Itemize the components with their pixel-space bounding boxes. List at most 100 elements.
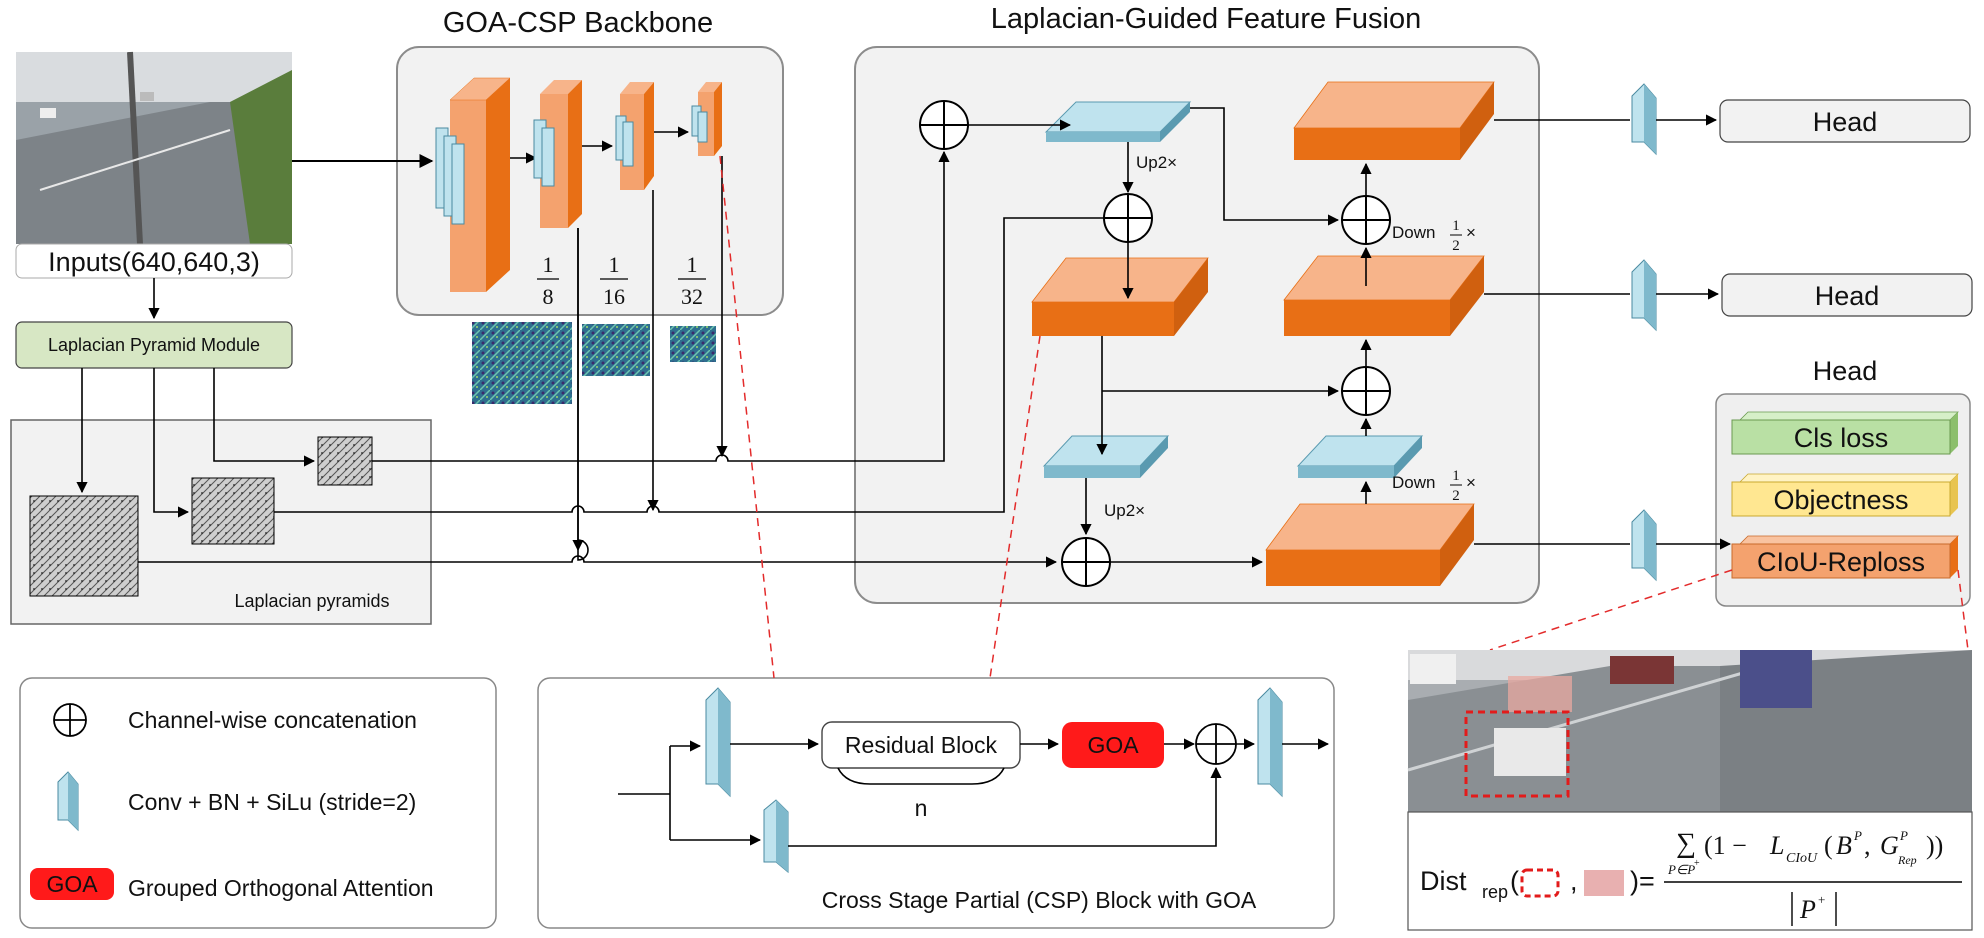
svg-text:P: P <box>1799 895 1816 924</box>
svg-text:CIoU: CIoU <box>1786 851 1818 866</box>
fusion-conv-top <box>1044 101 1192 142</box>
reploss-formula: Dist rep ( , )= ∑ P∈P + (1 − L CIoU ( B … <box>1420 828 1962 926</box>
svg-text:(: ( <box>1510 866 1519 896</box>
laplacian-pyramid-module-label: Laplacian Pyramid Module <box>48 335 260 355</box>
csp-conv-out <box>1257 687 1283 798</box>
svg-text:(1 −: (1 − <box>1704 831 1747 860</box>
concat-mid-right <box>1341 366 1391 416</box>
inputs-label: Inputs(640,640,3) <box>48 247 260 277</box>
svg-text:+: + <box>1694 858 1700 869</box>
svg-text:Down: Down <box>1392 223 1435 242</box>
head-label-2: Head <box>1815 281 1880 311</box>
scale-1-32: 1 32 <box>678 252 706 309</box>
objectness-label: Objectness <box>1773 485 1908 515</box>
backbone-block-2 <box>533 80 582 228</box>
fusion-feature-bottom-right <box>1265 503 1475 586</box>
head-conv-3 <box>1631 509 1657 582</box>
ciou-reploss-box <box>1731 535 1959 579</box>
svg-text:,: , <box>1570 866 1578 896</box>
cls-loss-box <box>1731 411 1959 455</box>
svg-text:)=: )= <box>1630 866 1655 896</box>
csp-concat <box>1195 723 1237 765</box>
backbone-block-1 <box>435 77 511 292</box>
svg-text:B: B <box>1836 831 1852 860</box>
input-image <box>16 51 292 245</box>
feature-map-1-32 <box>670 326 716 362</box>
legend-concat-label: Channel-wise concatenation <box>128 707 417 733</box>
feature-map-1-16 <box>582 324 650 376</box>
objectness-box <box>1731 473 1959 517</box>
legend-concat-icon <box>53 703 87 737</box>
up2-bottom-label: Up2× <box>1104 501 1145 520</box>
fusion-feature-mid-left <box>1031 257 1209 336</box>
scale-1-8: 1 8 <box>537 252 559 309</box>
svg-text:1: 1 <box>609 252 620 277</box>
head-conv-2 <box>1631 259 1657 332</box>
svg-text:Rep: Rep <box>1897 853 1917 867</box>
ciou-reploss-label: CIoU-Reploss <box>1757 547 1925 577</box>
head-group-title: Head <box>1813 356 1878 386</box>
concat-bottom-left <box>1061 537 1111 587</box>
head-box-1 <box>1719 99 1971 143</box>
head-conv-1 <box>1631 83 1657 156</box>
legend-goa-tag-label: GOA <box>46 871 98 897</box>
down-half-bottom-label: Down 1 2 × <box>1392 468 1476 504</box>
reploss-example-image <box>1407 650 1972 812</box>
svg-text:(: ( <box>1824 831 1833 860</box>
svg-text:×: × <box>1466 223 1476 242</box>
csp-goa-block <box>1062 722 1164 768</box>
scale-1-16: 1 16 <box>600 252 628 309</box>
svg-text:+: + <box>1818 892 1825 907</box>
csp-goa-label: GOA <box>1087 732 1139 758</box>
fusion-feature-mid-right <box>1283 255 1485 336</box>
backbone-block-4 <box>691 82 722 156</box>
legend-goa-tag <box>30 868 114 900</box>
cls-loss-label: Cls loss <box>1794 423 1889 453</box>
svg-text:L: L <box>1769 831 1784 860</box>
svg-text:P∈P: P∈P <box>1667 862 1695 877</box>
svg-text:)): )) <box>1926 831 1943 860</box>
svg-text:G: G <box>1880 831 1899 860</box>
svg-text:1: 1 <box>687 252 698 277</box>
pyramid-image-medium <box>191 477 275 545</box>
pyramid-image-small <box>317 436 373 486</box>
down-half-top-label: Down 1 2 × <box>1392 218 1476 254</box>
head-label-1: Head <box>1813 107 1878 137</box>
legend-conv-icon <box>57 771 79 832</box>
formula-box <box>1407 811 1973 931</box>
backbone-block-3 <box>615 82 654 190</box>
svg-text:1: 1 <box>1452 218 1460 234</box>
feature-map-1-8 <box>472 322 572 404</box>
pyramid-image-large <box>29 495 139 597</box>
svg-text:1: 1 <box>1452 468 1460 484</box>
pyramids-label: Laplacian pyramids <box>234 591 389 611</box>
legend-conv-label: Conv + BN + SiLu (stride=2) <box>128 789 416 815</box>
svg-text:Dist: Dist <box>1420 866 1467 896</box>
csp-conv-top <box>705 687 731 798</box>
concat-top-left <box>919 100 969 150</box>
svg-text:P: P <box>1899 828 1908 843</box>
svg-text:∑: ∑ <box>1676 828 1696 859</box>
legend-goa-label: Grouped Orthogonal Attention <box>128 875 434 901</box>
svg-text:×: × <box>1466 473 1476 492</box>
residual-block-label: Residual Block <box>845 732 998 758</box>
svg-text:8: 8 <box>543 284 554 309</box>
residual-repeat-n: n <box>915 795 928 821</box>
formula-pink-box-icon <box>1584 870 1624 896</box>
svg-text:,: , <box>1864 831 1871 860</box>
svg-text:P: P <box>1853 828 1862 843</box>
fusion-feature-top-right <box>1293 81 1495 160</box>
fusion-title: Laplacian-Guided Feature Fusion <box>991 3 1421 35</box>
svg-text:2: 2 <box>1452 238 1460 254</box>
svg-text:1: 1 <box>543 252 554 277</box>
svg-text:Down: Down <box>1392 473 1435 492</box>
head-box-2 <box>1721 273 1973 317</box>
svg-text:rep: rep <box>1482 882 1508 902</box>
legend-panel <box>19 677 497 929</box>
csp-conv-bottom <box>763 799 789 874</box>
residual-block <box>821 721 1021 769</box>
up2-top-label: Up2× <box>1136 153 1177 172</box>
concat-top-right <box>1341 195 1391 245</box>
svg-text:32: 32 <box>681 284 703 309</box>
